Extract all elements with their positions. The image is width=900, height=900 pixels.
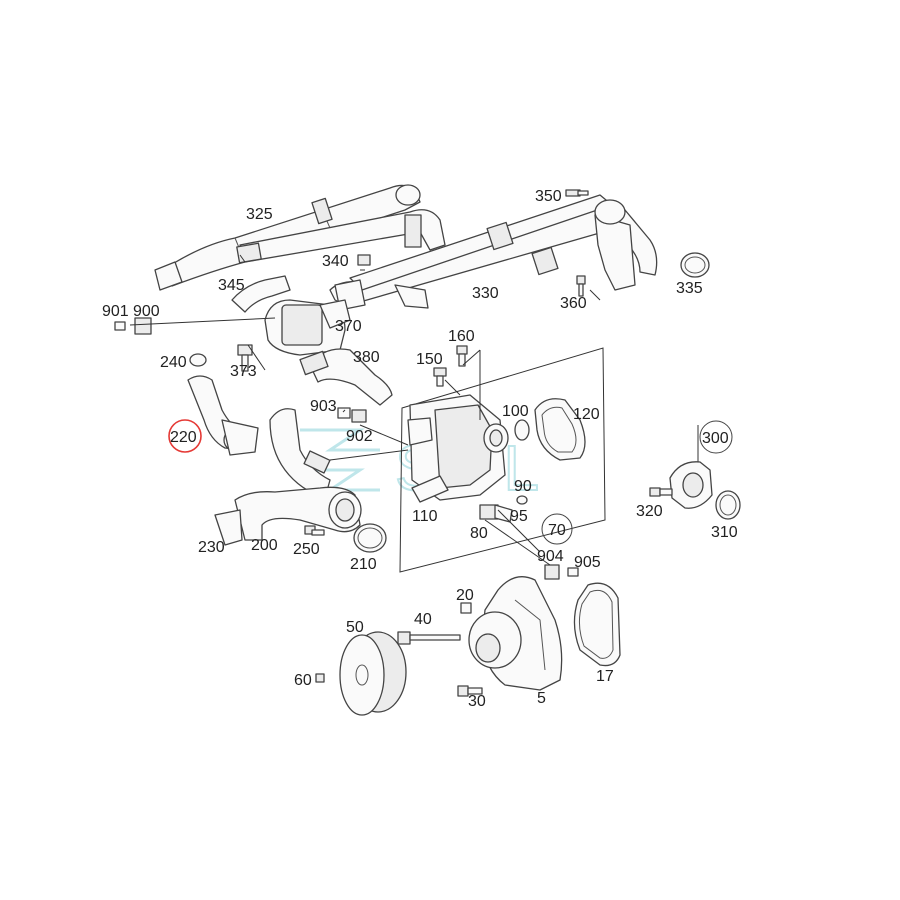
label-100: 100	[502, 403, 529, 420]
hose-260	[269, 408, 331, 499]
gasket-110	[411, 475, 449, 503]
sensor-903-902	[337, 407, 367, 423]
bolt-250	[304, 525, 325, 536]
label-340: 340	[322, 253, 349, 270]
clip-340	[357, 254, 371, 266]
label-120: 120	[573, 406, 600, 423]
label-902: 902	[346, 428, 373, 445]
seal-ring-335	[680, 252, 710, 278]
hose-220	[187, 375, 259, 456]
label-90: 90	[514, 478, 532, 495]
pulley-50	[339, 631, 407, 716]
label-30: 30	[468, 693, 486, 710]
coolant-pipe-340	[236, 209, 446, 264]
label-80: 80	[470, 525, 488, 542]
dowel-20	[460, 602, 472, 614]
bolt-350	[565, 189, 589, 197]
elbow-hose-200	[234, 486, 362, 541]
label-220: 220	[170, 429, 197, 446]
label-210: 210	[350, 556, 377, 573]
label-300: 300	[702, 430, 729, 447]
label-20: 20	[456, 587, 474, 604]
connector-904-905	[544, 564, 579, 580]
bolt-360	[576, 275, 586, 297]
label-345: 345	[218, 277, 245, 294]
hose-345	[231, 275, 291, 313]
highlight-circle	[168, 419, 202, 453]
bolt-150	[433, 367, 447, 387]
clamp-240	[189, 353, 207, 367]
label-905: 905	[574, 554, 601, 571]
water-pump-5	[468, 576, 563, 691]
label-335: 335	[676, 280, 703, 297]
label-40: 40	[414, 611, 432, 628]
assembly-frame	[399, 347, 606, 573]
pump-housing-assembly	[407, 394, 509, 501]
gasket-17	[573, 582, 621, 667]
label-240: 240	[160, 354, 187, 371]
label-373: 373	[230, 363, 257, 380]
label-230: 230	[198, 539, 225, 556]
thermostat-300-320-310	[649, 425, 741, 520]
label-250: 250	[293, 541, 320, 558]
valve-80-90-95	[479, 495, 528, 523]
label-900: 900	[133, 303, 160, 320]
sensor-901-900	[114, 317, 152, 335]
label-904: 904	[537, 548, 564, 565]
label-150: 150	[416, 351, 443, 368]
label-380: 380	[353, 349, 380, 366]
gasket-230	[214, 509, 243, 546]
label-200: 200	[251, 537, 278, 554]
label-50: 50	[346, 619, 364, 636]
label-350: 350	[535, 188, 562, 205]
bolt-160	[456, 345, 468, 367]
label-circle-70	[541, 513, 573, 545]
label-320: 320	[636, 503, 663, 520]
label-330: 330	[472, 285, 499, 302]
o-ring-210	[353, 523, 387, 553]
label-370: 370	[335, 318, 362, 335]
label-95: 95	[510, 508, 528, 525]
label-903: 903	[310, 398, 337, 415]
part-labels: 325 350 340 345 330 360 335 901 900 370 …	[102, 188, 738, 710]
label-60: 60	[294, 672, 312, 689]
gasket-120	[534, 398, 586, 461]
label-325: 325	[246, 206, 273, 223]
label-310: 310	[711, 524, 738, 541]
label-70: 70	[548, 522, 566, 539]
label-110: 110	[412, 508, 438, 525]
label-160: 160	[448, 328, 475, 345]
label-circle-300	[699, 420, 733, 454]
leader-lines	[129, 254, 601, 566]
hose-380	[299, 348, 393, 406]
bolt-60	[315, 673, 325, 683]
thermostat-housing-370	[264, 299, 351, 356]
label-901: 901	[102, 303, 129, 320]
bolt-30	[457, 685, 483, 697]
o-ring-100	[514, 419, 530, 441]
label-17: 17	[596, 668, 614, 685]
label-5: 5	[537, 690, 546, 707]
label-360: 360	[560, 295, 587, 312]
bolt-40	[397, 631, 461, 645]
